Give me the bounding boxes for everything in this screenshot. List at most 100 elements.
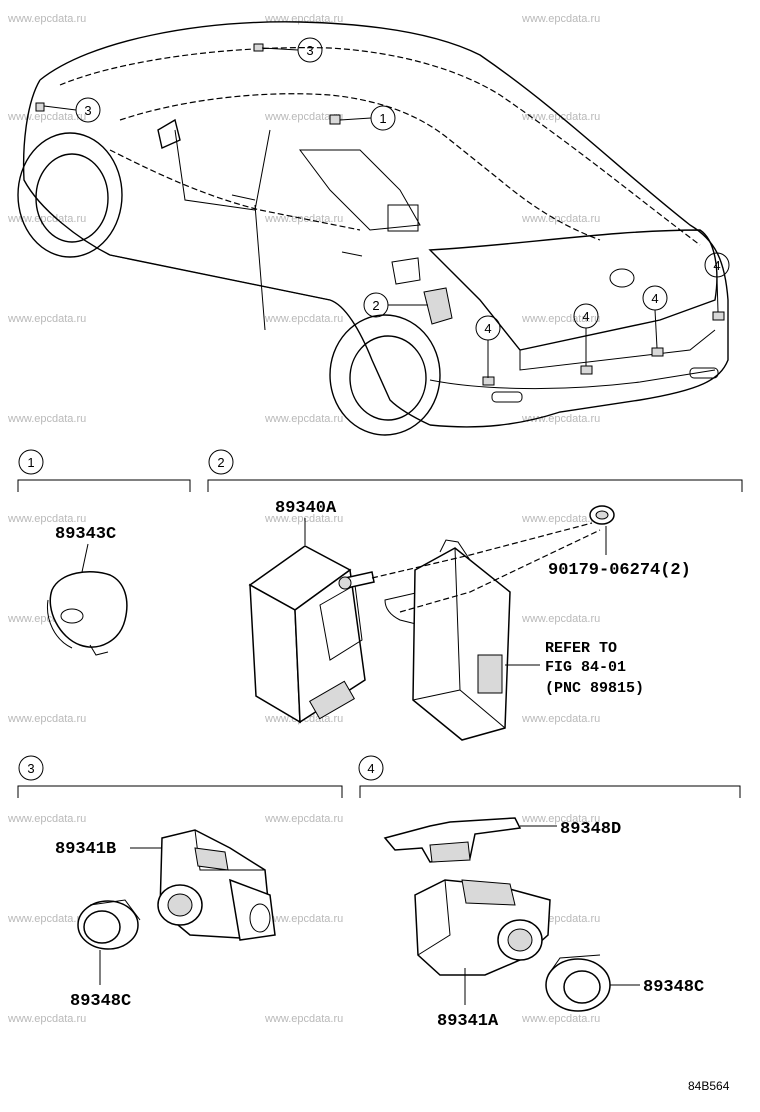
watermark: www.epcdata.ru: [7, 111, 86, 123]
ecu-bracket: [319, 584, 363, 661]
ecu-connector: [308, 680, 356, 720]
part-number-label: 89348D: [560, 820, 621, 839]
section-2-header: 2: [207, 449, 743, 492]
car-bumper: [429, 369, 716, 390]
watermark: www.epcdata.ru: [521, 13, 600, 25]
callout-number: 2: [372, 298, 379, 313]
car-front-wheel-inner: [35, 153, 109, 243]
car-callouts: 3 3 1 2 4 4 4 4: [43, 37, 730, 378]
section-bracket: [17, 785, 343, 798]
ref-module-edge: [412, 689, 461, 701]
part-number-label: 89341A: [437, 1012, 499, 1031]
watermark: www.epcdata.ru: [7, 313, 86, 325]
car-roofline: [39, 21, 729, 428]
ref-module-connector: [477, 654, 503, 694]
watermark: www.epcdata.ru: [521, 213, 600, 225]
sensor-top-clip: [461, 879, 516, 906]
retainer-ring-inner: [563, 970, 601, 1004]
car-exhaust-left: [491, 391, 523, 403]
part-number-label: 89340A: [275, 499, 337, 518]
watermark: www.epcdata.ru: [264, 213, 343, 225]
watermark: www.epcdata.ru: [7, 813, 86, 825]
switch-connector: [89, 644, 109, 656]
car-rear-sensor: [651, 347, 664, 357]
callout-number: 3: [84, 103, 91, 118]
callout-leader: [339, 117, 372, 121]
switch-face: [46, 599, 73, 649]
car-door-line: [109, 149, 361, 231]
section-circle: [18, 755, 44, 781]
bracket-mount: [429, 841, 471, 863]
car-pillar: [174, 129, 271, 211]
retainer-tab: [547, 954, 601, 976]
part-leader: [81, 543, 89, 573]
watermark: www.epcdata.ru: [7, 413, 86, 425]
watermark: www.epcdata.ru: [264, 813, 343, 825]
car-front-wheel-outer: [17, 132, 123, 258]
ref-module-front: [412, 547, 511, 741]
retainer-ring-inner: [83, 910, 121, 944]
watermark: www.epcdata.ru: [264, 513, 343, 525]
car-door-seam: [254, 204, 266, 331]
callout-number: 1: [379, 111, 386, 126]
part-number-label: 90179-06274(2): [548, 561, 691, 580]
callout-leader: [261, 47, 299, 51]
car-emblem: [609, 268, 635, 288]
watermark: www.epcdata.ru: [521, 513, 600, 525]
car-fuel-door: [391, 257, 421, 285]
watermark-layer: www.epcdata.ru www.epcdata.ru www.epcdat…: [7, 13, 600, 1025]
callout-number: 4: [484, 321, 491, 336]
car-inner-roof: [59, 47, 701, 246]
assembly-line: [371, 522, 593, 579]
assembly-line: [399, 529, 601, 613]
section-circle: [208, 449, 234, 475]
part-number-label: 89341B: [55, 840, 116, 859]
section-bracket: [17, 479, 191, 492]
car-side-lower: [22, 79, 431, 426]
section-3-header: 3: [17, 755, 343, 798]
watermark: www.epcdata.ru: [521, 713, 600, 725]
watermark: www.epcdata.ru: [264, 111, 343, 123]
refer-text: REFER TO: [545, 640, 617, 657]
watermark: www.epcdata.ru: [7, 913, 86, 925]
watermark: www.epcdata.ru: [7, 713, 86, 725]
watermark: www.epcdata.ru: [264, 313, 343, 325]
sensor-housing-edge: [417, 879, 451, 956]
section-bracket: [207, 479, 743, 492]
watermark: www.epcdata.ru: [521, 613, 600, 625]
mount-screw-head: [338, 576, 352, 590]
car-handle: [231, 194, 256, 201]
car-window-line: [119, 93, 601, 241]
section-circle: [358, 755, 384, 781]
part-89340A: 89340A 90179-06274(2) REFER TO FIG 84-01…: [248, 499, 691, 741]
callout-number: 4: [713, 258, 720, 273]
part-number-label: 89348C: [70, 992, 131, 1011]
car-rear-wheel-outer: [329, 314, 441, 436]
car-rear-sensor: [712, 311, 725, 321]
part-89341B: 89341B: [55, 829, 276, 941]
part-number-label: 89348C: [643, 978, 704, 997]
watermark: www.epcdata.ru: [521, 1013, 600, 1025]
callout-number: 3: [306, 43, 313, 58]
car-front-sensor: [35, 102, 45, 112]
switch-body: [49, 571, 128, 648]
watermark: www.epcdata.ru: [7, 213, 86, 225]
section-number: 2: [217, 455, 224, 470]
refer-text: (PNC 89815): [545, 680, 644, 697]
section-number: 4: [367, 761, 374, 776]
part-89341A: 89341A: [414, 879, 551, 1031]
watermark: www.epcdata.ru: [264, 1013, 343, 1025]
watermark: www.epcdata.ru: [264, 913, 343, 925]
sensor-connector: [229, 878, 276, 941]
bracket-89348D: [383, 817, 522, 863]
car-mirror: [157, 118, 181, 149]
callout-leader: [43, 105, 77, 111]
ecu-side: [294, 568, 366, 724]
retainer-tab: [89, 899, 141, 921]
section-1-header: 1: [17, 449, 191, 492]
car-switch: [329, 114, 341, 125]
section-4-header: 4: [358, 755, 741, 798]
car-trunk: [428, 229, 718, 351]
car-front-sensor: [253, 43, 264, 52]
sensor-housing-edge: [194, 829, 265, 871]
